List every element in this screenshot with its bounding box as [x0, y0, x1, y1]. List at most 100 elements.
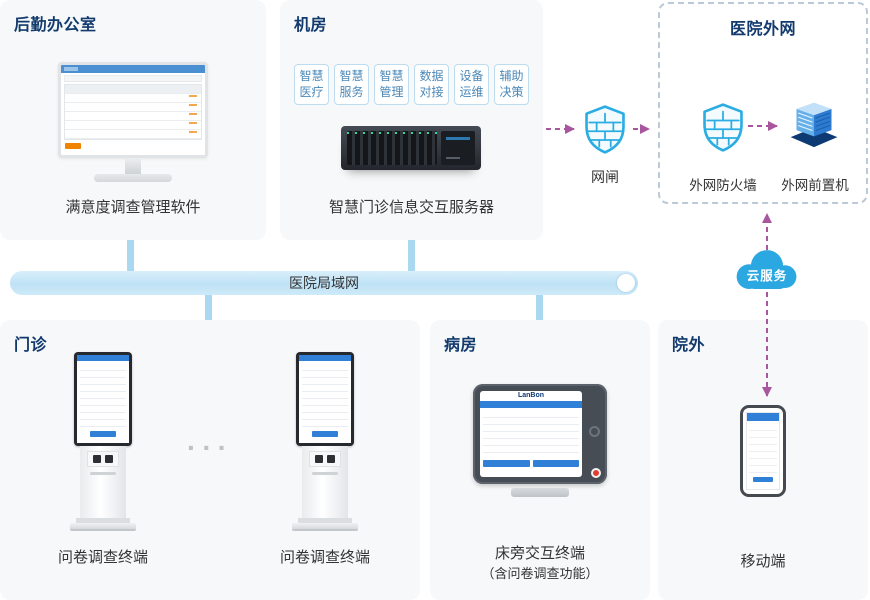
capability-tag: 设备运维: [454, 64, 489, 106]
lan-endpoint-ball: [617, 274, 635, 292]
external-frontend-label: 外网前置机: [781, 178, 849, 193]
bedside-ui-form: [483, 411, 579, 457]
monitor-base: [94, 174, 172, 182]
bedside-screen: LanBon: [480, 391, 582, 477]
kiosk-ui-header: [299, 355, 351, 361]
office-device-label: 满意度调查管理软件: [65, 199, 201, 216]
monitor-illustration: [58, 62, 208, 182]
kiosk-base: [70, 523, 136, 531]
bedside-ui-buttons: [483, 460, 579, 467]
bedside-stand: [511, 488, 569, 497]
survey-kiosk-illustration: [289, 352, 361, 531]
bedside-ui-button: [483, 460, 530, 467]
connector-office-lan: [127, 240, 134, 271]
scanner-icon: [315, 455, 323, 463]
panel-logistics-office: 后勤办公室 满意度调查管理软件: [0, 0, 266, 240]
capability-tag: 智慧服务: [334, 64, 369, 106]
survey-kiosk-illustration: [67, 352, 139, 531]
capability-tag: 智慧管理: [374, 64, 409, 106]
kiosk-ui-button: [90, 431, 116, 437]
outside-device-label: 移动端: [740, 553, 786, 570]
panel-outpatient: 门诊 ···: [0, 320, 420, 600]
office-panel-title: 后勤办公室: [14, 17, 97, 34]
app-toolbar: [64, 75, 202, 82]
kiosk-body: [80, 446, 126, 518]
kiosk-scanner-panel: [309, 451, 341, 467]
kiosk-scanner-panel: [87, 451, 119, 467]
server-room-device-label: 智慧门诊信息交互服务器: [328, 199, 494, 216]
phone-ui-header: [747, 413, 779, 421]
kiosk-foot: [76, 518, 130, 523]
server-control-panel: [441, 131, 475, 165]
kiosk-foot: [298, 518, 352, 523]
lan-label: 医院局域网: [289, 275, 359, 291]
monitor-screen: [58, 62, 208, 158]
reader-icon: [327, 455, 335, 463]
outpatient-panel-title: 门诊: [14, 337, 48, 354]
app-table-header: [65, 85, 201, 93]
server-leds: [347, 132, 437, 134]
firewall-shield-icon: [703, 103, 743, 152]
kiosk-label: 问卷调查终端: [279, 549, 370, 566]
server-room-panel-title: 机房: [294, 17, 328, 34]
ward-device-sublabel: （含问卷调查功能）: [481, 566, 599, 581]
app-logo: [64, 67, 78, 71]
app-table: [64, 84, 202, 140]
firewall-shield-icon: [585, 105, 625, 154]
cloud-icon: [736, 250, 797, 289]
server-drive-bays: [347, 131, 437, 165]
bedside-ui-button: [532, 460, 579, 467]
ward-panel-title: 病房: [444, 337, 478, 354]
rack-server-illustration: [341, 126, 481, 170]
panel-ward: 病房 LanBon 床旁交互终端 （含问卷调查功能）: [430, 320, 650, 600]
capability-tag: 智慧医疗: [294, 64, 329, 106]
cloud-service-group: 云服务: [730, 246, 804, 294]
reader-icon: [105, 455, 113, 463]
kiosk-ui-form: [80, 364, 126, 428]
kiosk-printer-slot: [312, 472, 338, 475]
kiosk-printer-slot: [90, 472, 116, 475]
monitor-stand: [125, 158, 141, 174]
kiosk-body: [302, 446, 348, 518]
kiosk-ui-button: [312, 431, 338, 437]
emergency-call-button: [591, 468, 601, 478]
outside-panel-title: 院外: [672, 337, 706, 354]
frontend-server-icon: [790, 102, 838, 148]
kiosk-screen-content: [299, 355, 351, 443]
app-topbar: [61, 65, 205, 73]
connector-lan-ward: [536, 295, 543, 320]
panel-hospital-external-network: 医院外网 外网防火墙 外网前置机: [658, 2, 868, 204]
network-gate-group: 网闸: [582, 104, 628, 187]
panel-server-room: 机房 智慧医疗 智慧服务 智慧管理 数据对接 设备运维 辅助决策 智慧门诊信息交…: [280, 0, 543, 240]
kiosk-base: [292, 523, 358, 531]
kiosk-screen: [74, 352, 132, 446]
capability-tag: 辅助决策: [494, 64, 529, 106]
bedside-brand-label: LanBon: [517, 392, 545, 399]
kiosk-screen-content: [77, 355, 129, 443]
bedside-ui-header: [480, 401, 582, 408]
kiosk-label: 问卷调查终端: [57, 549, 148, 566]
app-table-accents: [189, 95, 197, 137]
more-kiosks-ellipsis: ···: [187, 432, 233, 463]
kiosk-ui-header: [77, 355, 129, 361]
ward-device-label: 床旁交互终端: [494, 545, 585, 562]
phone-screen-content: [746, 412, 780, 490]
bedside-terminal-illustration: LanBon: [473, 384, 607, 484]
network-gate-label: 网闸: [591, 169, 619, 185]
panel-outside-hospital: 院外 移动端: [658, 320, 868, 600]
app-action-button: [65, 143, 81, 149]
phone-ui-form: [749, 424, 777, 474]
phone-ui-button: [753, 477, 773, 482]
kiosk-ui-form: [302, 364, 348, 428]
connector-lan-outpatient: [205, 295, 212, 320]
capability-tag-row: 智慧医疗 智慧服务 智慧管理 数据对接 设备运维 辅助决策: [280, 64, 543, 106]
scanner-icon: [93, 455, 101, 463]
cloud-service-label: 云服务: [746, 269, 788, 283]
phone-illustration: [740, 405, 786, 497]
external-firewall-label: 外网防火墙: [689, 178, 757, 193]
external-panel-title: 医院外网: [729, 21, 796, 38]
connector-serverroom-lan: [408, 240, 415, 271]
capability-tag: 数据对接: [414, 64, 449, 106]
lan-bus: 医院局域网: [10, 271, 638, 295]
